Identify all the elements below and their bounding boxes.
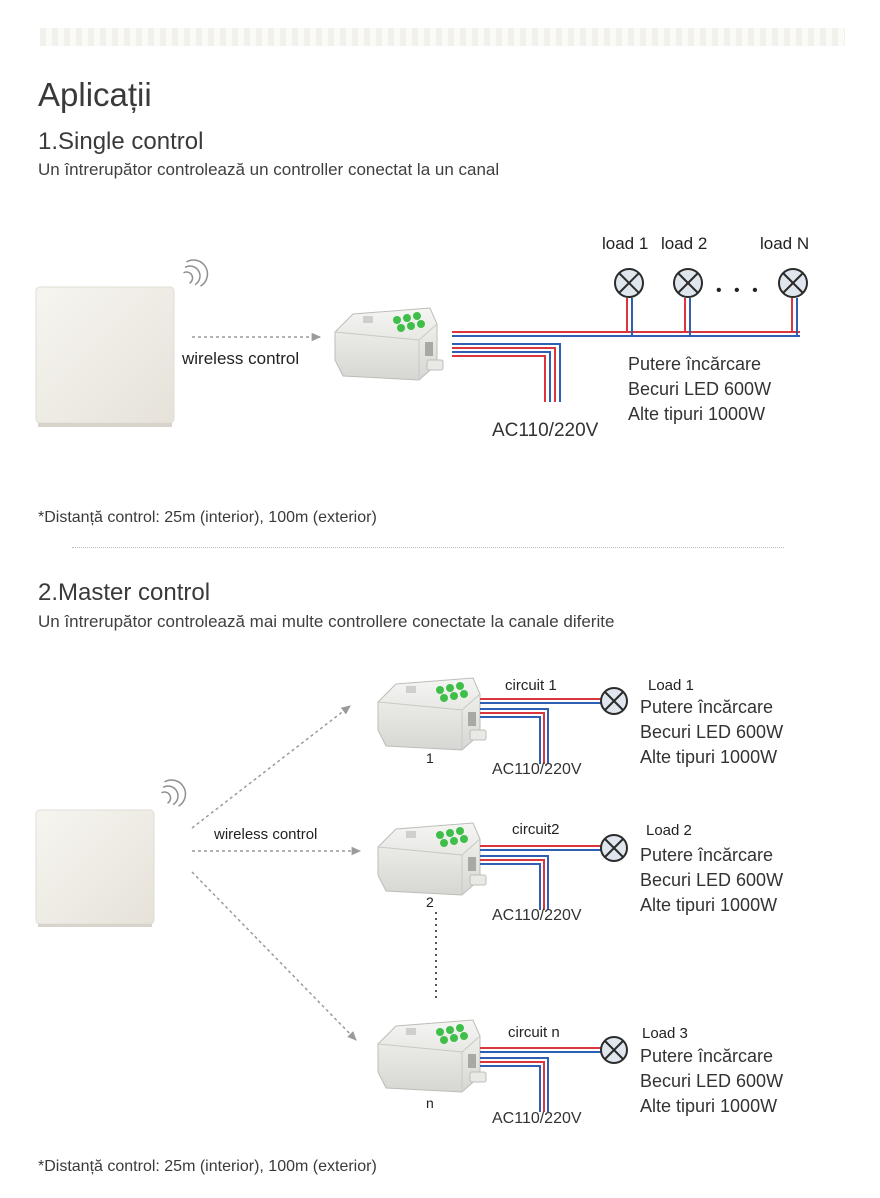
decorative-top-band bbox=[40, 28, 845, 46]
output-wires bbox=[452, 298, 800, 337]
output-wires bbox=[480, 1047, 602, 1053]
power-spec-line: Putere încărcare bbox=[640, 1046, 773, 1066]
module-index: n bbox=[426, 1095, 434, 1111]
section-divider bbox=[72, 547, 784, 548]
wireless-arrow bbox=[191, 871, 357, 1041]
section1-diagram: wireless control load 1 load 2 load N • … bbox=[35, 234, 809, 441]
circuit-label: circuit n bbox=[508, 1024, 560, 1041]
controller-module bbox=[334, 307, 444, 381]
page-title: Aplicații bbox=[38, 76, 152, 113]
module-index: 1 bbox=[426, 750, 434, 766]
wireless-signal-icon bbox=[156, 774, 192, 811]
power-spec-line: Putere încărcare bbox=[640, 845, 773, 865]
ellipsis-dots: • • • bbox=[716, 282, 762, 299]
wireless-arrow bbox=[191, 705, 351, 829]
output-wires bbox=[480, 698, 602, 704]
lamp-icon bbox=[778, 268, 808, 298]
switch-panel-edge bbox=[38, 423, 172, 427]
section1-footnote: *Distanță control: 25m (interior), 100m … bbox=[38, 509, 377, 526]
section2-diagram: wireless control 1 circuit 1 Load 1 Pute… bbox=[35, 677, 783, 1127]
power-spec-line: Alte tipuri 1000W bbox=[640, 1096, 777, 1116]
controller-module bbox=[377, 677, 487, 751]
power-spec-line: Putere încărcare bbox=[628, 354, 761, 374]
input-wires bbox=[480, 1057, 549, 1112]
ac-voltage-label: AC110/220V bbox=[492, 761, 582, 778]
wireless-signal-icon bbox=[178, 254, 214, 291]
lamp-icon bbox=[614, 268, 644, 298]
circuit-label: circuit 1 bbox=[505, 677, 557, 694]
wireless-control-label: wireless control bbox=[213, 826, 317, 843]
section2-heading: 2.Master control bbox=[38, 579, 211, 606]
load-label: load N bbox=[760, 234, 809, 253]
load-label: Load 1 bbox=[648, 677, 694, 694]
controller-module bbox=[377, 822, 487, 896]
load-label: Load 3 bbox=[642, 1025, 688, 1042]
power-spec-line: Becuri LED 600W bbox=[640, 870, 783, 890]
module-index: 2 bbox=[426, 894, 434, 910]
load-label: load 1 bbox=[602, 234, 648, 253]
load-label: Load 2 bbox=[646, 822, 692, 839]
section2-footnote: *Distanță control: 25m (interior), 100m … bbox=[38, 1158, 377, 1175]
lamp-icon bbox=[600, 834, 628, 862]
ac-voltage-label: AC110/220V bbox=[492, 1110, 582, 1127]
input-wires bbox=[480, 708, 549, 764]
input-wires bbox=[452, 343, 561, 402]
power-spec-line: Becuri LED 600W bbox=[640, 1071, 783, 1091]
lamp-icon bbox=[600, 687, 628, 715]
section1-heading: 1.Single control bbox=[38, 128, 204, 155]
input-wires bbox=[480, 855, 549, 910]
section1-description: Un întrerupător controlează un controlle… bbox=[38, 160, 500, 179]
power-spec-line: Alte tipuri 1000W bbox=[640, 895, 777, 915]
wall-switch-panel bbox=[35, 809, 155, 925]
power-spec-line: Putere încărcare bbox=[640, 697, 773, 717]
circuit-label: circuit2 bbox=[512, 821, 560, 838]
power-spec-line: Becuri LED 600W bbox=[628, 379, 771, 399]
load-label: load 2 bbox=[661, 234, 707, 253]
wall-switch-panel bbox=[35, 286, 175, 424]
power-spec-line: Alte tipuri 1000W bbox=[628, 404, 765, 424]
lamp-icon bbox=[673, 268, 703, 298]
section2-description: Un întrerupător controlează mai multe co… bbox=[38, 612, 615, 631]
ac-voltage-label: AC110/220V bbox=[492, 420, 599, 441]
ac-voltage-label: AC110/220V bbox=[492, 907, 582, 924]
power-spec-line: Alte tipuri 1000W bbox=[640, 747, 777, 767]
switch-panel-edge bbox=[38, 924, 152, 927]
power-spec-line: Becuri LED 600W bbox=[640, 722, 783, 742]
output-wires bbox=[480, 845, 602, 851]
controller-module bbox=[377, 1019, 487, 1093]
lamp-icon bbox=[600, 1036, 628, 1064]
wireless-control-label: wireless control bbox=[181, 349, 299, 368]
